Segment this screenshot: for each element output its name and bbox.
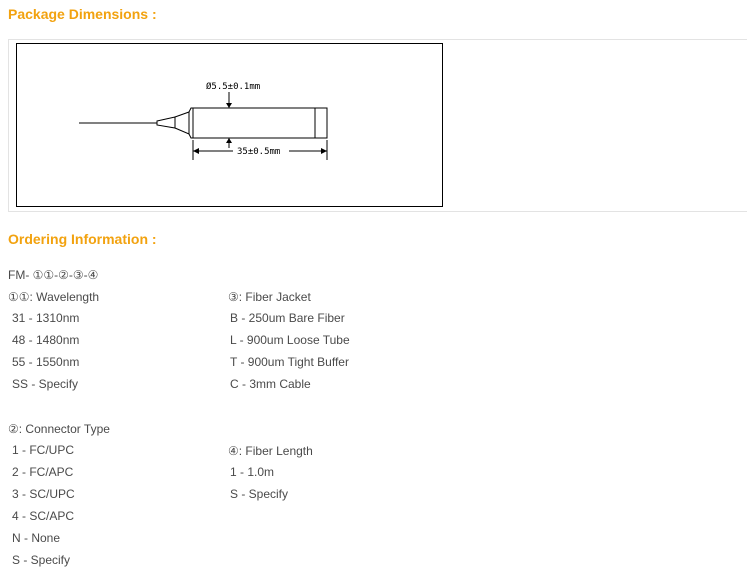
length-label: 35±0.5mm [237, 147, 280, 157]
barrel-shoulder [188, 107, 194, 139]
list-item: 55 - 1550nm [12, 355, 80, 369]
fiber-device-diagram: Ø5.5±0.1mm 35±0.5mm [79, 81, 328, 160]
dimension-drawing: Ø5.5±0.1mm 35±0.5mm [16, 43, 443, 207]
list-item: T - 900um Tight Buffer [230, 355, 349, 369]
fiber-length-title: ④: Fiber Length [228, 444, 313, 458]
list-item: 4 - SC/APC [12, 509, 75, 523]
fiber-jacket-title: ③: Fiber Jacket [228, 290, 311, 304]
list-item: S - Specify [12, 553, 71, 567]
list-item: 31 - 1310nm [12, 311, 80, 325]
wavelength-title: ①①: Wavelength [8, 290, 100, 304]
connector-type-title: ②: Connector Type [8, 422, 110, 436]
list-item: 48 - 1480nm [12, 333, 80, 347]
fiber-boot [156, 116, 176, 129]
list-item: SS - Specify [12, 377, 79, 391]
list-item: S - Specify [230, 487, 289, 501]
diameter-arrowhead-bottom [226, 138, 232, 143]
dimensions-panel [8, 39, 747, 212]
part-number-code: FM- ①①-②-③-④ [8, 268, 99, 282]
list-item: N - None [12, 531, 61, 545]
list-item: B - 250um Bare Fiber [230, 311, 345, 325]
diameter-label: Ø5.5±0.1mm [206, 81, 260, 92]
fiber-boot-flare [174, 111, 190, 135]
length-arrowhead-right [321, 148, 327, 154]
length-arrowhead-left [193, 148, 199, 154]
barrel-body [192, 107, 328, 139]
list-item: C - 3mm Cable [230, 377, 311, 391]
ordering-information-heading: Ordering Information : [8, 231, 157, 247]
list-item: 3 - SC/UPC [12, 487, 75, 501]
list-item: 1 - FC/UPC [12, 443, 75, 457]
list-item: L - 900um Loose Tube [230, 333, 350, 347]
diameter-arrowhead-top [226, 103, 232, 108]
list-item: 1 - 1.0m [230, 465, 275, 479]
list-item: 2 - FC/APC [12, 465, 74, 479]
package-dimensions-heading: Package Dimensions : [8, 6, 157, 22]
